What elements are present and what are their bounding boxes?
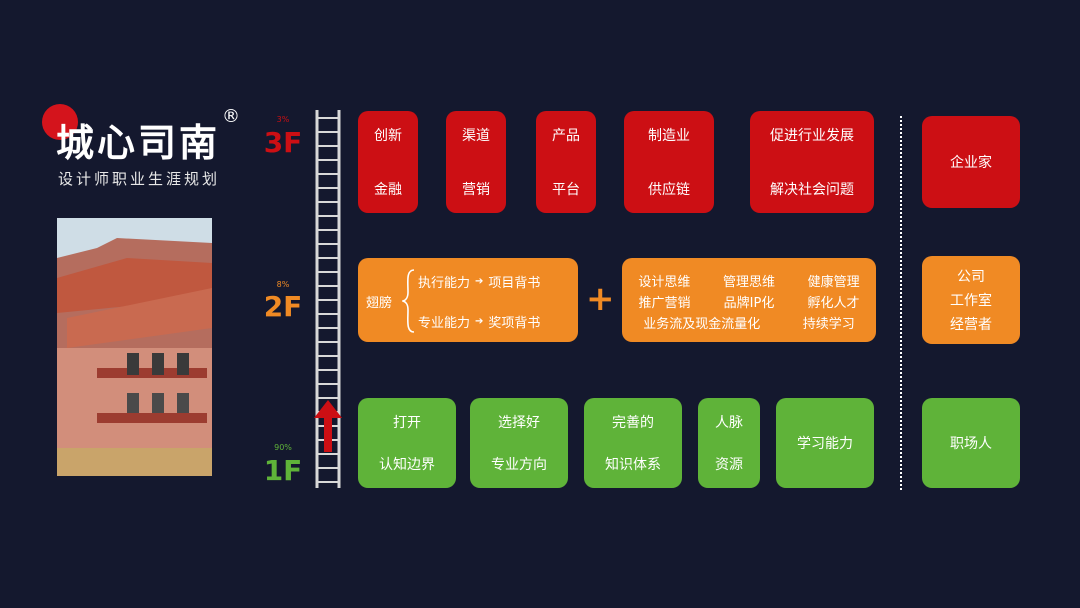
floor3-item-line2: 营销 <box>462 182 490 198</box>
wing-row-right: 奖项背书 <box>488 316 541 331</box>
floor3-item: 渠道 营销 <box>446 111 506 213</box>
floor1-item-line2: 专业方向 <box>491 457 547 473</box>
role-label: 公司 <box>957 269 985 285</box>
wings-box <box>358 258 578 342</box>
floor1-item-line2: 知识体系 <box>605 457 661 473</box>
floor3-item-line1: 制造业 <box>648 128 690 144</box>
floor1-item-line1: 人脉 <box>715 415 743 431</box>
floor1-item: 选择好 专业方向 <box>470 398 568 488</box>
logo-red-dot <box>42 104 78 140</box>
floor3-item: 创新 金融 <box>358 111 418 213</box>
thinking-row: 设计思维 管理思维 健康管理 <box>622 271 876 290</box>
role-business-owner: 公司 工作室 经营者 <box>922 256 1020 344</box>
floor1-item: 打开 认知边界 <box>358 398 456 488</box>
floor1-item-line1: 打开 <box>393 415 421 431</box>
floor1-item: 学习能力 <box>776 398 874 488</box>
floor3-item: 制造业 供应链 <box>624 111 714 213</box>
floor3-item-line2: 金融 <box>374 182 402 198</box>
floor3-item-line1: 渠道 <box>462 128 490 144</box>
floor2-label: 2F <box>263 290 303 323</box>
floor1-label: 1F <box>263 454 303 487</box>
thinking-item: 业务流及现金流量化 <box>643 317 761 332</box>
wing-row: 专业能力 ➔ 奖项背书 <box>418 312 540 331</box>
up-arrow-icon <box>312 398 344 458</box>
wing-row-left: 专业能力 <box>418 316 471 331</box>
thinking-item: 品牌IP化 <box>723 296 775 311</box>
arrow-right-icon: ➔ <box>475 316 484 327</box>
floor3-item-line1: 促进行业发展 <box>770 128 854 144</box>
thinking-item: 管理思维 <box>722 275 775 290</box>
floor3-item-line2: 平台 <box>552 182 580 198</box>
floor3-item-line1: 产品 <box>552 128 580 144</box>
floor1-percent: 90% <box>274 443 292 452</box>
wings-label: 翅膀 <box>366 296 393 311</box>
floor1-item: 人脉 资源 <box>698 398 760 488</box>
brand-tagline: 设计师职业生涯规划 <box>58 170 221 188</box>
dotted-divider <box>900 116 902 490</box>
brand-name: 城心司南 <box>56 121 221 165</box>
role-entrepreneur: 企业家 <box>922 116 1020 208</box>
thinking-box: 设计思维 管理思维 健康管理 推广营销 品牌IP化 孵化人才 业务流及现金流量化… <box>622 258 876 342</box>
brace-icon <box>400 268 416 338</box>
floor1-item-line2: 认知边界 <box>379 457 435 473</box>
floor1-item-line1: 完善的 <box>612 415 654 431</box>
floor3-percent: 3% <box>276 115 290 124</box>
thinking-item: 孵化人才 <box>807 296 860 311</box>
floor1-item: 完善的 知识体系 <box>584 398 682 488</box>
role-professional: 职场人 <box>922 398 1020 488</box>
floor2-percent: 8% <box>276 280 290 289</box>
floor1-item-line2: 资源 <box>715 457 743 473</box>
thinking-item: 健康管理 <box>807 275 860 290</box>
wing-row: 执行能力 ➔ 项目背书 <box>418 272 540 291</box>
floor1-item-line1: 学习能力 <box>797 436 853 452</box>
floor1-item-line1: 选择好 <box>498 415 540 431</box>
role-label: 经营者 <box>950 317 992 333</box>
floor3-item-line2: 解决社会问题 <box>770 182 854 198</box>
floor3-item: 产品 平台 <box>536 111 596 213</box>
floor3-label: 3F <box>263 126 303 159</box>
plus-icon: + <box>586 279 615 319</box>
wing-row-right: 项目背书 <box>488 276 541 291</box>
building-photo <box>57 218 212 476</box>
floor3-item-line1: 创新 <box>374 128 402 144</box>
thinking-row: 业务流及现金流量化 持续学习 <box>622 313 876 332</box>
thinking-item: 推广营销 <box>638 296 691 311</box>
floor3-item: 促进行业发展 解决社会问题 <box>750 111 874 213</box>
arrow-right-icon: ➔ <box>475 276 484 287</box>
thinking-item: 设计思维 <box>638 275 691 290</box>
thinking-row: 推广营销 品牌IP化 孵化人才 <box>622 292 876 311</box>
role-label: 职场人 <box>950 436 992 452</box>
floor3-item-line2: 供应链 <box>648 182 690 198</box>
registered-mark: ® <box>222 106 240 127</box>
wing-row-left: 执行能力 <box>418 276 471 291</box>
thinking-item: 持续学习 <box>802 317 855 332</box>
role-label: 工作室 <box>950 293 992 309</box>
role-label: 企业家 <box>950 155 992 171</box>
